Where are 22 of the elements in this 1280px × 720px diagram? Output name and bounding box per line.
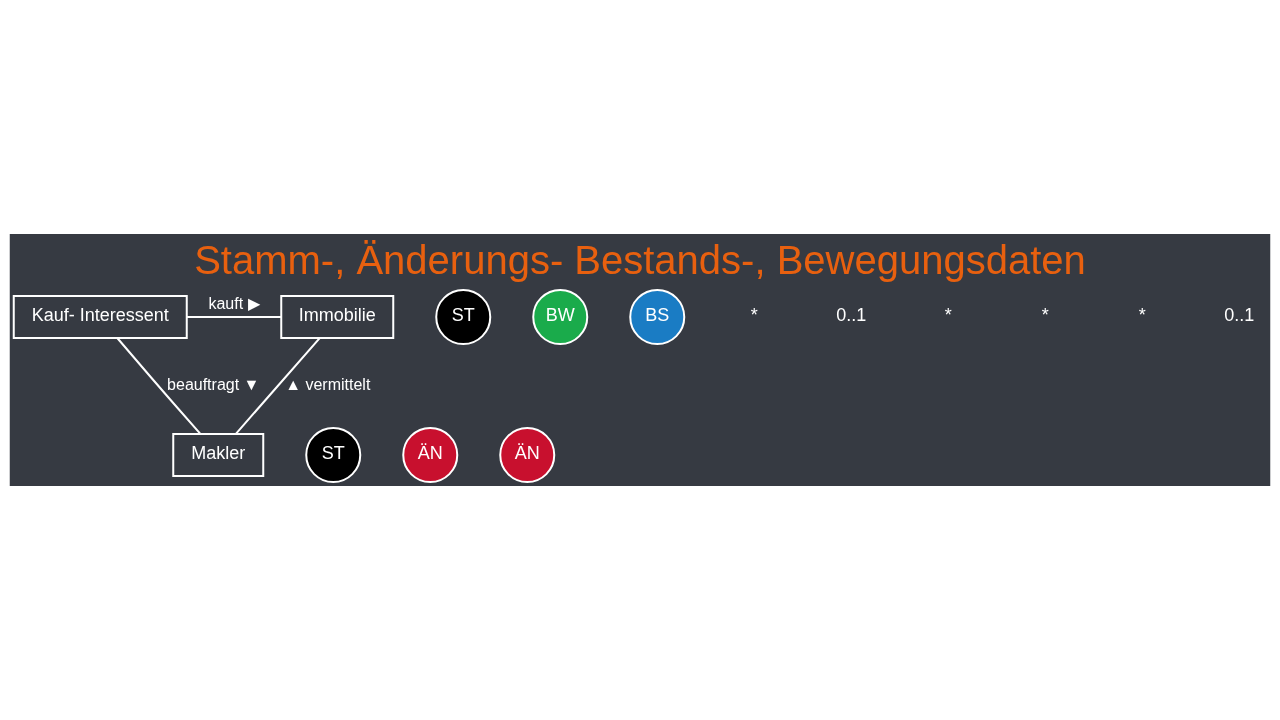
edge-label: beauftragt ▼ xyxy=(167,375,260,393)
node-circle: BW xyxy=(532,289,589,345)
connector xyxy=(185,316,283,318)
label: * xyxy=(1138,305,1146,326)
node-circle: ÄN xyxy=(402,427,459,483)
node-box: Makler xyxy=(172,433,265,477)
edge-label: ▲ vermittelt xyxy=(285,375,371,393)
node-circle: ÄN xyxy=(499,427,556,483)
label: 0..1 xyxy=(1224,305,1255,326)
node-box: Immobilie xyxy=(280,295,395,339)
connector xyxy=(234,337,321,435)
label: * xyxy=(944,305,952,326)
label: 0..1 xyxy=(836,305,867,326)
node-box: Kauf- Interessent xyxy=(12,295,188,339)
edge-label: kauft ▶ xyxy=(208,294,260,312)
node-circle: ST xyxy=(435,289,492,345)
label: * xyxy=(750,305,758,326)
diagram-title: Stamm-, Änderungs- Bestands-, Bewegungsdaten xyxy=(194,238,1086,282)
label: * xyxy=(1041,305,1049,326)
connector xyxy=(116,337,202,435)
node-circle: ST xyxy=(305,427,362,483)
node-circle: BS xyxy=(629,289,686,345)
